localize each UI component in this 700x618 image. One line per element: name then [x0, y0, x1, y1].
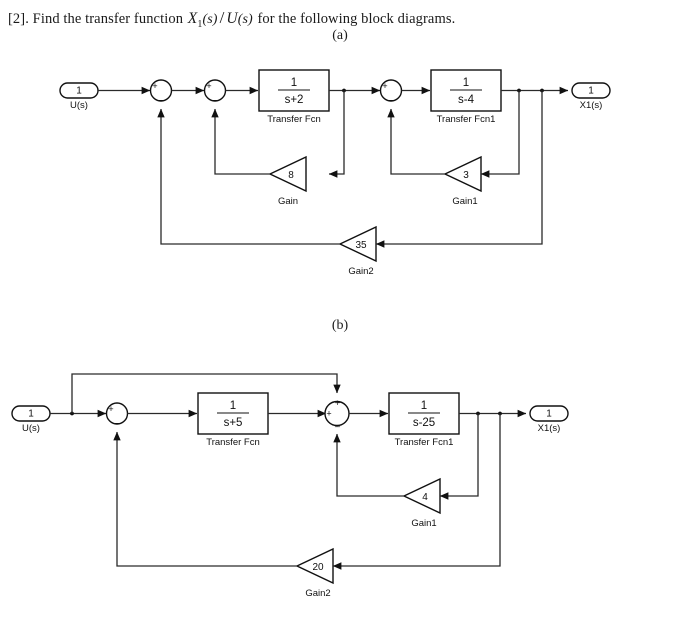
- gain2-a-caption: Gain1: [452, 196, 477, 207]
- wire-gain2-to-sum3-a: [387, 108, 445, 175]
- wire-branch-to-gain1-b: [439, 413, 479, 500]
- wire-branch-to-gain2-b: [332, 413, 501, 570]
- sum1-a-sign-bottom: _: [158, 91, 165, 101]
- tf1-b-denominator: s+5: [224, 417, 243, 429]
- output-port-b-caption: X1(s): [538, 423, 561, 434]
- gain-block-a-1: 8 Gain: [268, 155, 307, 207]
- output-port-a: 1 X1(s): [571, 82, 611, 111]
- input-port-a-caption: U(s): [70, 100, 88, 111]
- tf2-a-numerator: 1: [463, 77, 469, 89]
- expr-u-symbol: U: [226, 10, 238, 27]
- sum3-a-sign-left: +: [382, 81, 387, 91]
- expr-x: X1(s): [187, 10, 219, 31]
- branch-point-tf1-a: [342, 88, 346, 93]
- transfer-fcn-a-2: 1 s-4 Transfer Fcn1: [430, 69, 502, 125]
- output-port-a-number: 1: [588, 86, 594, 97]
- wire-branch-to-gain1-a: [328, 90, 345, 178]
- wire-gain3-to-sum1-a: [157, 108, 340, 245]
- sum-block-2-b: + + _: [324, 398, 350, 427]
- expr-u: U(s): [225, 10, 253, 27]
- gain1-b-value: 4: [422, 492, 428, 503]
- gain3-a-value: 35: [355, 240, 367, 251]
- branch-point-gain2-feedback-a: [540, 88, 544, 93]
- gain1-a-value: 8: [288, 170, 294, 181]
- part-a-label: (a): [332, 28, 348, 43]
- sum3-a-sign-bottom: _: [388, 91, 395, 101]
- tf1-b-numerator: 1: [230, 400, 236, 412]
- wire-feedforward-to-sum2-b: [71, 373, 341, 414]
- gain-block-a-3: 35 Gain2: [338, 225, 377, 277]
- problem-number: [2].: [8, 11, 29, 27]
- output-port-a-caption: X1(s): [580, 100, 603, 111]
- tf2-b-caption: Transfer Fcn1: [395, 437, 454, 448]
- gain1-a-caption: Gain: [278, 196, 298, 207]
- wire-gain1-to-sum2-a: [211, 108, 270, 175]
- gain3-a-caption: Gain2: [348, 266, 373, 277]
- tf1-b-caption: Transfer Fcn: [206, 437, 260, 448]
- input-port-b: 1 U(s): [11, 405, 51, 434]
- tf1-a-caption: Transfer Fcn: [267, 114, 321, 125]
- expr-u-args: (s): [237, 12, 253, 27]
- wire-gain2-to-sum1-b: [113, 431, 297, 567]
- sum-block-2-a: + _: [203, 79, 227, 102]
- sum2-b-sign-bottom: _: [334, 417, 341, 427]
- tf2-b-numerator: 1: [421, 400, 427, 412]
- wire-gain1-to-sum2-b: [333, 433, 404, 497]
- problem-text-after: for the following block diagrams.: [257, 11, 456, 27]
- input-port-a-number: 1: [76, 86, 82, 97]
- sum1-b-sign-left: +: [108, 404, 113, 414]
- branch-point-gain1-feedback-a: [517, 88, 521, 93]
- sum2-a-sign-bottom: _: [212, 91, 219, 101]
- wire-branch-to-gain3-a: [375, 90, 543, 248]
- gain1-b-caption: Gain1: [411, 518, 436, 529]
- expr-divider: /: [219, 8, 225, 27]
- gain-block-b-2: 20 Gain2: [295, 547, 334, 599]
- gain-block-a-2: 3 Gain1: [443, 155, 482, 207]
- input-port-a: 1 U(s): [59, 82, 99, 111]
- expr-x-subscript: 1: [197, 19, 203, 31]
- sum-block-3-a: + _: [379, 79, 403, 102]
- problem-text-before: Find the transfer function: [32, 11, 184, 27]
- wire-branch-to-gain2-a: [480, 90, 520, 178]
- tf2-a-denominator: s-4: [458, 94, 475, 106]
- part-b-label: (b): [331, 318, 349, 333]
- sum2-a-sign-left: +: [206, 81, 211, 91]
- input-port-b-caption: U(s): [22, 423, 40, 434]
- expr-x-args: (s): [202, 12, 218, 27]
- tf1-a-denominator: s+2: [285, 94, 304, 106]
- output-port-b: 1 X1(s): [529, 405, 569, 434]
- tf2-a-caption: Transfer Fcn1: [437, 114, 496, 125]
- sum1-b-sign-bottom: _: [114, 414, 121, 424]
- expr-x-symbol: X: [187, 10, 198, 27]
- transfer-fcn-b-1: 1 s+5 Transfer Fcn: [197, 392, 269, 448]
- sum1-a-sign-left: +: [152, 81, 157, 91]
- sum2-b-sign-top: +: [335, 398, 340, 408]
- tf2-b-denominator: s-25: [413, 417, 435, 429]
- block-diagram-b: 1 U(s) + _ 1 s+5 Transfer Fcn: [11, 373, 569, 599]
- gain-block-b-1: 4 Gain1: [402, 477, 441, 529]
- problem-statement: [2]. Find the transfer function X1(s)/U(…: [8, 8, 668, 30]
- transfer-fcn-b-2: 1 s-25 Transfer Fcn1: [388, 392, 460, 448]
- input-port-b-number: 1: [28, 409, 34, 420]
- gain2-a-value: 3: [463, 170, 469, 181]
- transfer-fcn-a-1: 1 s+2 Transfer Fcn: [258, 69, 330, 125]
- output-port-b-number: 1: [546, 409, 552, 420]
- gain2-b-value: 20: [312, 562, 324, 573]
- sum-block-1-a: + _: [149, 79, 173, 102]
- sum-block-1-b: + _: [105, 402, 129, 425]
- tf1-a-numerator: 1: [291, 77, 297, 89]
- sum2-b-sign-left: +: [326, 409, 331, 419]
- block-diagram-a: 1 U(s) + _ + _ 1 s+2 Transfer Fcn: [59, 69, 611, 277]
- gain2-b-caption: Gain2: [305, 588, 330, 599]
